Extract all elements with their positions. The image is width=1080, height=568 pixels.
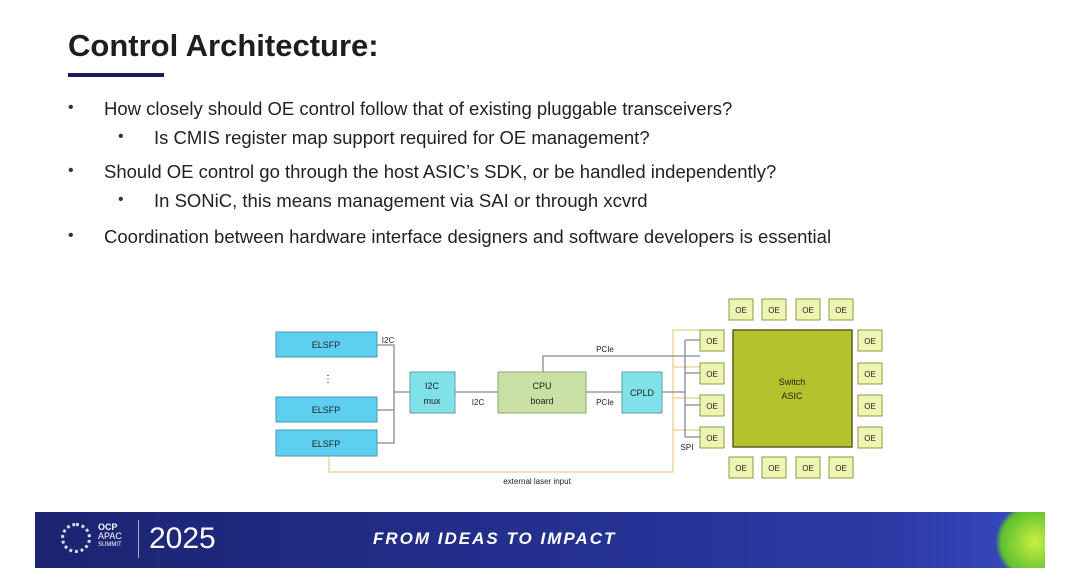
elsfp-label: ELSFP [312, 405, 341, 415]
oe-label: OE [802, 464, 814, 473]
laser-label: external laser input [503, 477, 571, 486]
cpu-label: board [530, 396, 553, 406]
oe-box [699, 362, 725, 385]
year: 2025 [149, 522, 216, 555]
bullet-1a: Is CMIS register map support required fo… [154, 127, 650, 148]
oe-box [761, 298, 787, 321]
ocp-logo-icon [61, 523, 91, 553]
oe-box [761, 456, 787, 479]
oe-box [699, 394, 725, 417]
oe-label: OE [706, 337, 718, 346]
decorative-glow [995, 512, 1045, 568]
oe-box [828, 456, 854, 479]
i2c-label: I2C [472, 398, 485, 407]
oe-box [857, 394, 883, 417]
oe-label: OE [706, 434, 718, 443]
pcie-label: PCIe [596, 398, 614, 407]
oe-label: OE [835, 464, 847, 473]
oe-box [857, 362, 883, 385]
oe-label: OE [864, 434, 876, 443]
mux-label: I2C [425, 381, 440, 391]
oe-box [857, 329, 883, 352]
switch-asic-label: ASIC [781, 391, 803, 401]
tagline: FROM IDEAS TO IMPACT [373, 529, 617, 548]
oe-label: OE [864, 337, 876, 346]
bullet-dot: • [68, 227, 74, 244]
oe-box [728, 298, 754, 321]
bullet-2: Should OE control go through the host AS… [104, 161, 777, 182]
bullet-3: Coordination between hardware interface … [104, 226, 832, 247]
oe-box [828, 298, 854, 321]
pcie-label: PCIe [596, 345, 614, 354]
switch-asic-label: Switch [779, 377, 806, 387]
bullet-dot: • [118, 128, 124, 145]
oe-label: OE [835, 306, 847, 315]
i2c-label: I2C [382, 336, 395, 345]
control-architecture-diagram: ELSFP ⋮ ELSFP ELSFP I2C I2C mux I2C CPU … [275, 298, 883, 486]
oe-box [699, 426, 725, 449]
oe-label: OE [706, 370, 718, 379]
bullet-dot: • [68, 99, 74, 116]
bullet-1: How closely should OE control follow tha… [104, 98, 733, 119]
oe-label: OE [768, 306, 780, 315]
oe-label: OE [768, 464, 780, 473]
oe-label: OE [706, 402, 718, 411]
spi-label: SPI [681, 443, 694, 452]
oe-label: OE [864, 370, 876, 379]
oe-box [795, 298, 821, 321]
slide-title: Control Architecture: [68, 28, 379, 63]
title-underline [68, 73, 164, 77]
oe-box [857, 426, 883, 449]
oe-label: OE [864, 402, 876, 411]
ellipsis: ⋮ [323, 374, 333, 385]
bullet-2a: In SONiC, this means management via SAI … [154, 190, 648, 211]
oe-box [795, 456, 821, 479]
elsfp-label: ELSFP [312, 340, 341, 350]
oe-box [728, 456, 754, 479]
mux-label: mux [423, 396, 441, 406]
elsfp-label: ELSFP [312, 439, 341, 449]
oe-label: OE [802, 306, 814, 315]
oe-box [699, 329, 725, 352]
oe-label: OE [735, 306, 747, 315]
divider [138, 520, 139, 558]
laser-lines [328, 329, 700, 473]
bullet-dot: • [68, 162, 74, 179]
cpu-label: CPU [532, 381, 551, 391]
cpld-label: CPLD [630, 388, 655, 398]
bullet-dot: • [118, 191, 124, 208]
bus-lines [377, 339, 700, 444]
oe-label: OE [735, 464, 747, 473]
